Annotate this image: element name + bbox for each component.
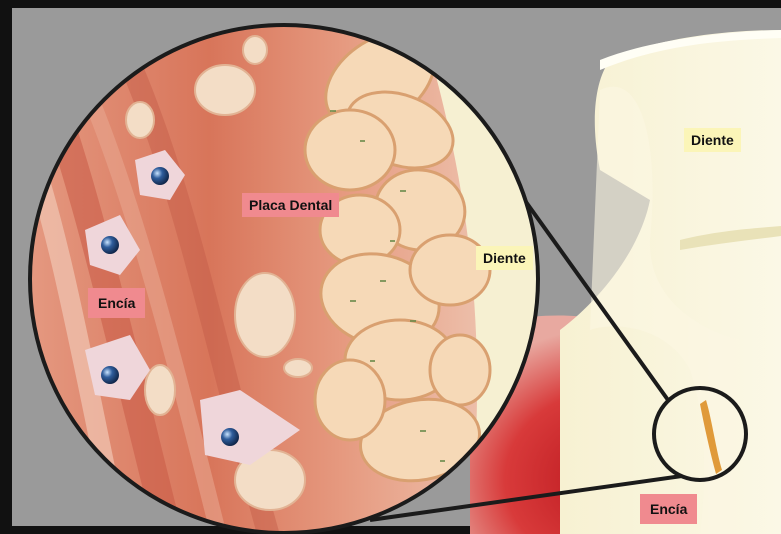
gum-label-main: Encía [640, 494, 697, 524]
plaque-label: Placa Dental [242, 193, 339, 217]
gum-label-magnified: Encía [88, 288, 145, 318]
tooth-label-main: Diente [684, 128, 741, 152]
tooth-label-magnified: Diente [476, 246, 533, 270]
